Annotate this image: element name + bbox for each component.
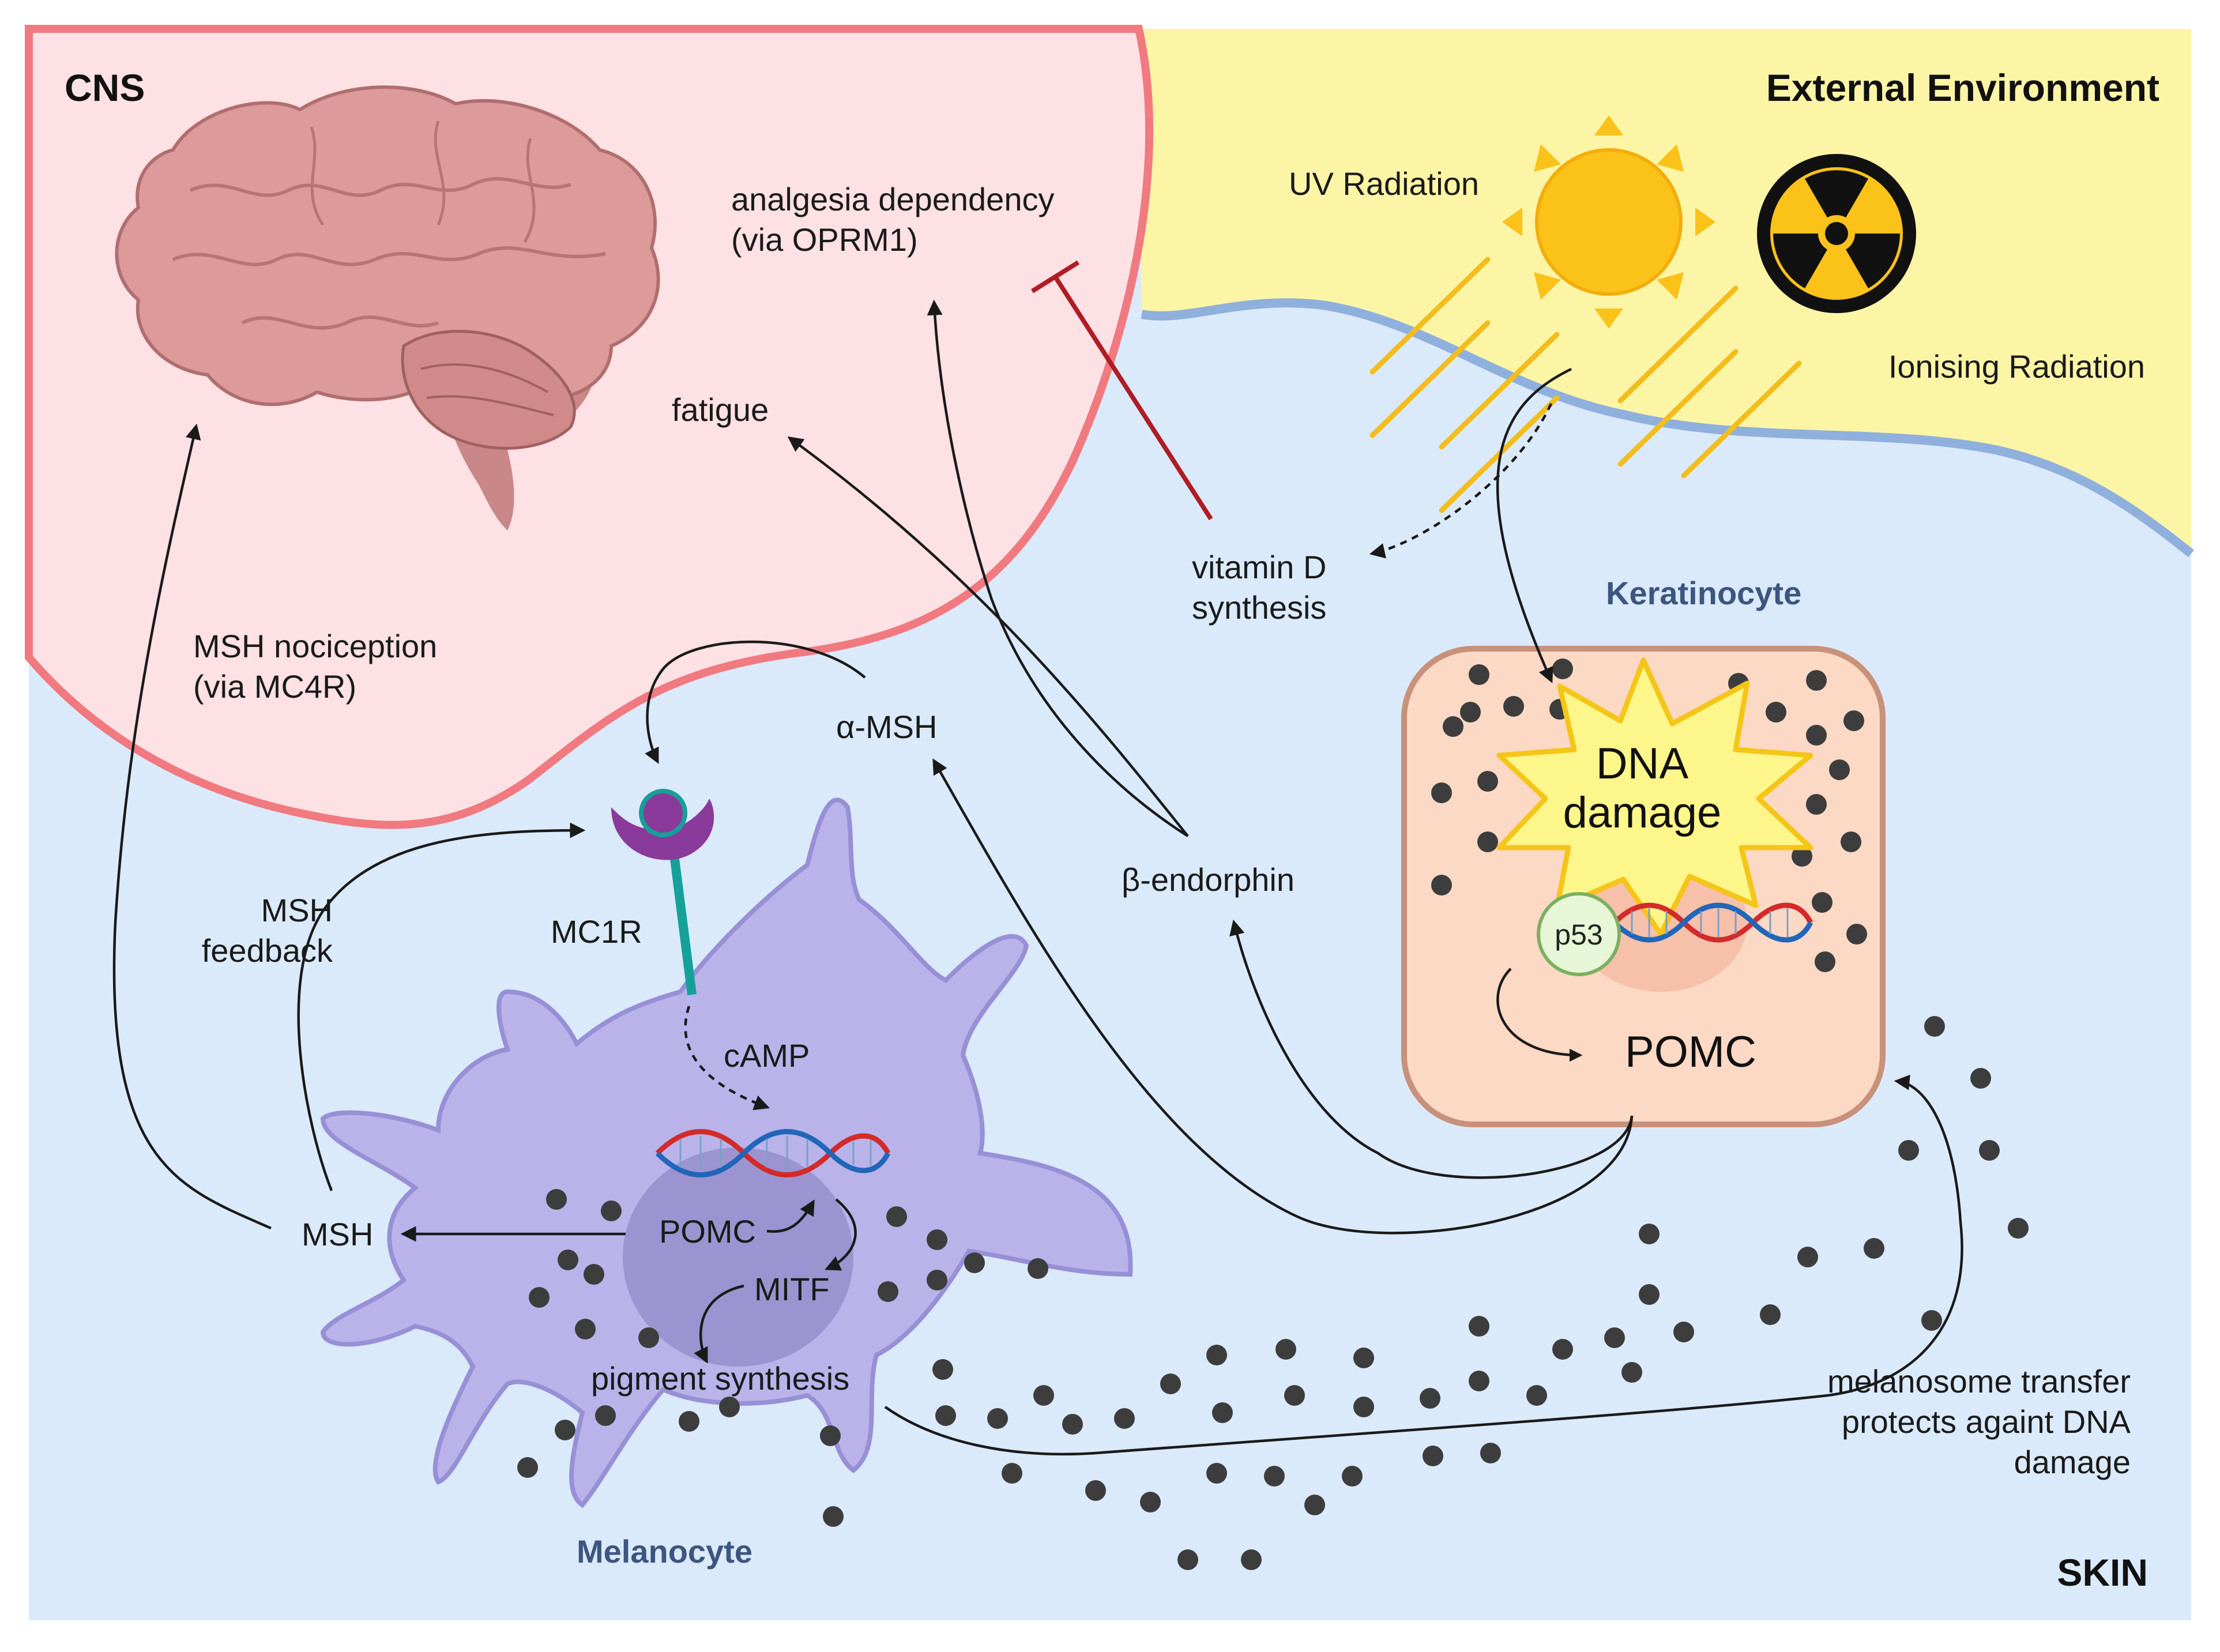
nociception-label-line2: (via MC4R) [193,668,356,705]
cns-label: CNS [65,66,145,109]
radiation-hazard-icon [1757,154,1916,313]
dna-helix-icon [1612,902,1813,943]
transfer-label-line2: protects againt DNA [1842,1403,2131,1440]
transfer-label-line1: melanosome transfer [1827,1363,2131,1399]
alpha-msh-to-mc1r-arrow [645,640,866,764]
keratinocyte-label: Keratinocyte [1606,575,1801,611]
p53-label: p53 [1555,919,1602,951]
msh-feedback-label-line1: MSH [261,892,333,928]
msh-feedback-label-line2: feedback [202,932,333,969]
dna-damage-label-line1: DNA [1596,739,1689,788]
uv-to-vitamin-d-arrow [1369,403,1553,559]
sun-icon [1502,115,1715,329]
analgesia-label-line2: (via OPRM1) [731,221,918,258]
skin-label: SKIN [2057,1551,2148,1594]
fatigue-label: fatigue [672,392,769,428]
keratinocyte-melanosomes [1431,658,1867,972]
vitamin-d-label-line2: synthesis [1192,589,1326,626]
vitamin-d-label-line1: vitamin D [1192,549,1326,585]
pomc-to-mitf-arrow-a [766,1199,815,1233]
melanocyte-label: Melanocyte [577,1533,752,1570]
mitf-label: MITF [754,1271,830,1307]
p53-circle [1537,892,1621,976]
external-environment-label: External Environment [1766,66,2159,109]
beta-endorphin-to-fatigue-arrow [787,436,1189,837]
brain-icon [115,85,660,530]
skin-surface-line [1141,298,2194,558]
uv-rays [1369,257,1802,513]
analgesia-label-line1: analgesia dependency [731,181,1054,217]
keratinocyte-cell: DNA damage p53 POMC [1401,646,1886,1127]
external-environment-region [1136,29,2191,554]
mitf-to-pigment-arrow [694,1284,744,1364]
pomc-to-alpha-msh-arrow [932,758,1634,1235]
msh-nociception-arrow [112,423,272,1230]
p53-to-pomc-arrow [1496,968,1583,1062]
dna-damage-burst-icon [1496,657,1813,937]
camp-label: cAMP [724,1037,810,1074]
ionising-radiation-label: Ionising Radiation [1888,348,2145,385]
nociception-label-line1: MSH nociception [193,628,437,664]
inhibition-bar [1030,260,1080,293]
pomc-to-beta-endorphin-arrow [1229,919,1634,1179]
msh-label: MSH [302,1216,373,1252]
pigment-synthesis-label: pigment synthesis [591,1360,849,1397]
beta-endorphin-to-analgesia-arrow [927,299,1189,837]
melanosome-icon [935,1016,2029,1570]
melanosome-transfer-arrow [884,1074,1963,1456]
vitamin-d-inhibition-line [1053,275,1213,521]
uv-to-dna-damage-arrow [1496,367,1572,683]
melanocyte-cell: MC1R cAMP POMC MITF pigment synthesis [320,789,1133,1527]
pomc-keratinocyte-label: POMC [1625,1028,1756,1077]
mc1r-stalk [667,835,697,996]
beta-endorphin-label: β-endorphin [1122,861,1295,898]
uv-radiation-label: UV Radiation [1289,165,1479,202]
transfer-label-line3: damage [2014,1444,2131,1480]
alpha-msh-label: α-MSH [836,709,937,745]
mc1r-receptor-icon [611,799,714,860]
melanocyte-melanosomes [517,1189,1048,1527]
dna-damage-label-line2: damage [1563,788,1722,837]
camp-arrow [684,1006,770,1111]
msh-feedback-arrow [297,822,586,1191]
pomc-to-mitf-arrow-b [825,1198,857,1271]
dna-helix-icon-melanocyte [655,1129,891,1177]
mc1r-label: MC1R [551,913,642,950]
pomc-melanocyte-label: POMC [659,1213,756,1250]
